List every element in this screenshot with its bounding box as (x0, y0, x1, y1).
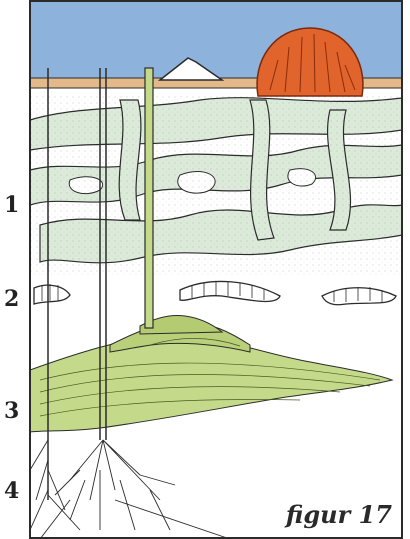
layer-number-1: 1 (4, 192, 19, 218)
figure-caption: figur 17 (286, 500, 392, 529)
tunnel-stipple (30, 95, 402, 275)
layer-number-3: 3 (4, 398, 19, 424)
layer-number-4: 4 (4, 478, 19, 504)
layer-number-2: 2 (4, 286, 19, 312)
